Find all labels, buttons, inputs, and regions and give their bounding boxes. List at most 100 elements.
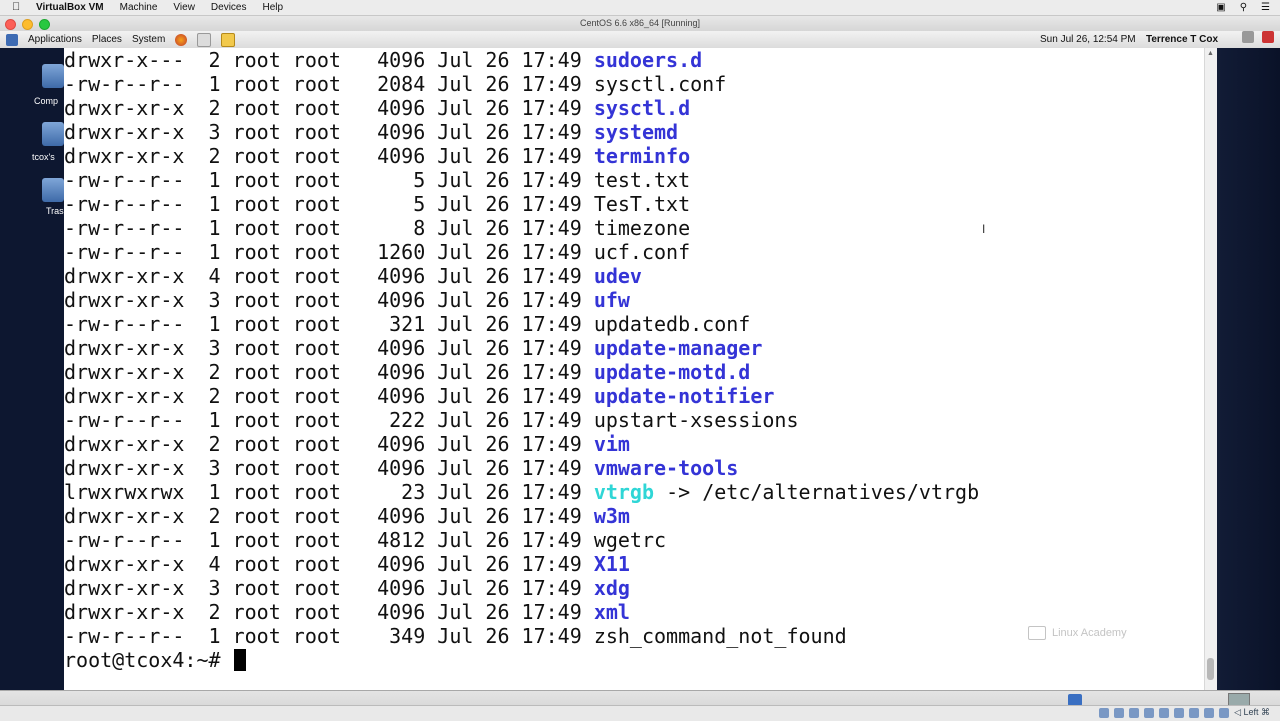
ls-entry-name: sysctl.d (593, 96, 691, 120)
vm-status-bar: ◁ Left ⌘ (0, 705, 1280, 721)
zoom-window-button[interactable] (39, 19, 50, 30)
menu-machine[interactable]: Machine (119, 2, 158, 13)
desktop-background: Comp tcox's Tras (0, 48, 64, 690)
ls-output-row: drwxr-xr-x 3 root root 4096 Jul 26 17:49… (64, 288, 979, 312)
network-icon[interactable] (1242, 31, 1254, 43)
ls-row-metadata: -rw-r--r-- 1 root root 349 Jul 26 17:49 (64, 624, 594, 648)
ls-row-metadata: -rw-r--r-- 1 root root 222 Jul 26 17:49 (64, 408, 594, 432)
notification-list-icon[interactable]: ☰ (1261, 2, 1270, 13)
ls-row-metadata: drwxr-xr-x 4 root root 4096 Jul 26 17:49 (64, 552, 594, 576)
terminal-view[interactable]: drwxr-x--- 2 root root 4096 Jul 26 17:49… (64, 48, 1204, 690)
ls-entry-name: sudoers.d (593, 48, 703, 72)
ls-entry-name: TesT.txt (593, 192, 691, 216)
mail-launcher-icon[interactable] (197, 32, 212, 47)
close-window-button[interactable] (5, 19, 16, 30)
home-folder-icon[interactable] (42, 122, 64, 146)
ls-output-row: -rw-r--r-- 1 root root 222 Jul 26 17:49 … (64, 408, 979, 432)
gnome-foot-icon (6, 33, 18, 46)
fullscreen-icon[interactable]: ▣ (1216, 2, 1226, 13)
menu-help[interactable]: Help (262, 2, 284, 13)
cpu-icon[interactable] (1204, 707, 1215, 718)
panel-clock[interactable]: Sun Jul 26, 12:54 PM (1040, 34, 1136, 45)
optical-drive-icon[interactable] (1114, 707, 1125, 718)
ls-row-metadata: -rw-r--r-- 1 root root 2084 Jul 26 17:49 (64, 72, 594, 96)
ls-row-metadata: lrwxrwxrwx 1 root root 23 Jul 26 17:49 (64, 480, 594, 504)
ls-entry-name: update-motd.d (593, 360, 751, 384)
network-adapter-icon[interactable] (1174, 707, 1185, 718)
ls-row-metadata: drwxr-xr-x 3 root root 4096 Jul 26 17:49 (64, 336, 594, 360)
ls-output-row: drwxr-xr-x 2 root root 4096 Jul 26 17:49… (64, 96, 979, 120)
ls-entry-name: systemd (593, 120, 679, 144)
ls-row-metadata: -rw-r--r-- 1 root root 5 Jul 26 17:49 (64, 192, 594, 216)
apple-icon[interactable]:  (12, 0, 20, 15)
desktop-icon-label-trash: Tras (46, 206, 64, 216)
ls-row-metadata: drwxr-xr-x 2 root root 4096 Jul 26 17:49 (64, 96, 594, 120)
panel-menu-system[interactable]: System (131, 34, 166, 45)
ls-output-row: -rw-r--r-- 1 root root 4812 Jul 26 17:49… (64, 528, 979, 552)
watermark-text: Linux Academy (1052, 627, 1127, 639)
ls-row-metadata: drwxr-xr-x 3 root root 4096 Jul 26 17:49 (64, 288, 594, 312)
shared-folders-icon[interactable] (1144, 707, 1155, 718)
ls-output-row: lrwxrwxrwx 1 root root 23 Jul 26 17:49 v… (64, 480, 979, 504)
recording-icon[interactable] (1189, 707, 1200, 718)
computer-icon[interactable] (42, 64, 64, 88)
ls-row-metadata: drwxr-xr-x 2 root root 4096 Jul 26 17:49 (64, 504, 594, 528)
ls-entry-name: vim (593, 432, 630, 456)
ls-entry-name: zsh_command_not_found (593, 624, 847, 648)
ls-row-metadata: drwxr-xr-x 2 root root 4096 Jul 26 17:49 (64, 360, 594, 384)
scroll-up-arrow-icon[interactable]: ▲ (1207, 50, 1214, 57)
ls-row-metadata: -rw-r--r-- 1 root root 4812 Jul 26 17:49 (64, 528, 594, 552)
ls-output-row: -rw-r--r-- 1 root root 8 Jul 26 17:49 ti… (64, 216, 979, 240)
ls-entry-name: upstart-xsessions (593, 408, 799, 432)
vm-window-titlebar: CentOS 6.6 x86_64 [Running] (0, 16, 1280, 32)
trash-icon[interactable] (42, 178, 64, 202)
ls-row-metadata: drwxr-xr-x 4 root root 4096 Jul 26 17:49 (64, 264, 594, 288)
ls-output-row: drwxr-xr-x 2 root root 4096 Jul 26 17:49… (64, 600, 979, 624)
firefox-launcher-icon[interactable] (175, 33, 188, 46)
usb-icon[interactable] (1129, 707, 1140, 718)
scrollbar-thumb[interactable] (1207, 658, 1214, 680)
host-key-label: ◁ Left ⌘ (1234, 707, 1270, 717)
power-icon[interactable] (1262, 31, 1274, 43)
spotlight-search-icon[interactable]: ⚲ (1239, 2, 1248, 13)
ls-output-row: drwxr-xr-x 2 root root 4096 Jul 26 17:49… (64, 504, 979, 528)
ls-output-row: -rw-r--r-- 1 root root 5 Jul 26 17:49 Te… (64, 192, 979, 216)
ls-output-row: -rw-r--r-- 1 root root 1260 Jul 26 17:49… (64, 240, 979, 264)
ls-entry-name: update-manager (593, 336, 763, 360)
ls-row-metadata: drwxr-xr-x 3 root root 4096 Jul 26 17:49 (64, 576, 594, 600)
panel-user-name[interactable]: Terrence T Cox (1146, 34, 1219, 45)
menu-app-name[interactable]: VirtualBox VM (36, 2, 104, 13)
ls-row-metadata: -rw-r--r-- 1 root root 8 Jul 26 17:49 (64, 216, 594, 240)
display-icon[interactable] (1159, 707, 1170, 718)
minimize-window-button[interactable] (22, 19, 33, 30)
panel-menu-applications[interactable]: Applications (28, 34, 82, 45)
terminal-taskbar-button[interactable] (1068, 694, 1082, 706)
window-title: CentOS 6.6 x86_64 [Running] (579, 18, 701, 28)
mouse-integration-icon[interactable] (1219, 707, 1230, 718)
ls-output-row: -rw-r--r-- 1 root root 2084 Jul 26 17:49… (64, 72, 979, 96)
ls-row-metadata: drwxr-xr-x 2 root root 4096 Jul 26 17:49 (64, 432, 594, 456)
terminal-prompt-line[interactable]: root@tcox4:~# (64, 648, 246, 672)
ls-entry-name: vtrgb (593, 480, 655, 504)
ls-row-metadata: drwxr-xr-x 3 root root 4096 Jul 26 17:49 (64, 456, 594, 480)
panel-menu-places[interactable]: Places (91, 34, 122, 45)
terminal-scrollbar[interactable]: ▲ (1204, 48, 1217, 690)
ls-entry-name: update-notifier (593, 384, 775, 408)
menu-devices[interactable]: Devices (210, 2, 247, 13)
notes-launcher-icon[interactable] (221, 32, 236, 47)
ls-output-row: drwxr-xr-x 2 root root 4096 Jul 26 17:49… (64, 144, 979, 168)
hard-disk-icon[interactable] (1099, 707, 1110, 718)
ls-entry-name: w3m (593, 504, 630, 528)
mac-menu-bar:  VirtualBox VM Machine View Devices Hel… (0, 0, 1280, 16)
ls-row-metadata: drwxr-xr-x 2 root root 4096 Jul 26 17:49 (64, 384, 594, 408)
ls-entry-name: xdg (593, 576, 630, 600)
ls-entry-name: updatedb.conf (593, 312, 751, 336)
ls-output-row: drwxr-xr-x 2 root root 4096 Jul 26 17:49… (64, 384, 979, 408)
menu-view[interactable]: View (173, 2, 195, 13)
ls-entry-name: terminfo (593, 144, 691, 168)
ls-entry-name: X11 (593, 552, 630, 576)
ls-output-row: -rw-r--r-- 1 root root 5 Jul 26 17:49 te… (64, 168, 979, 192)
ls-output-row: drwxr-xr-x 3 root root 4096 Jul 26 17:49… (64, 456, 979, 480)
ls-row-metadata: -rw-r--r-- 1 root root 5 Jul 26 17:49 (64, 168, 594, 192)
ls-entry-name: test.txt (593, 168, 691, 192)
